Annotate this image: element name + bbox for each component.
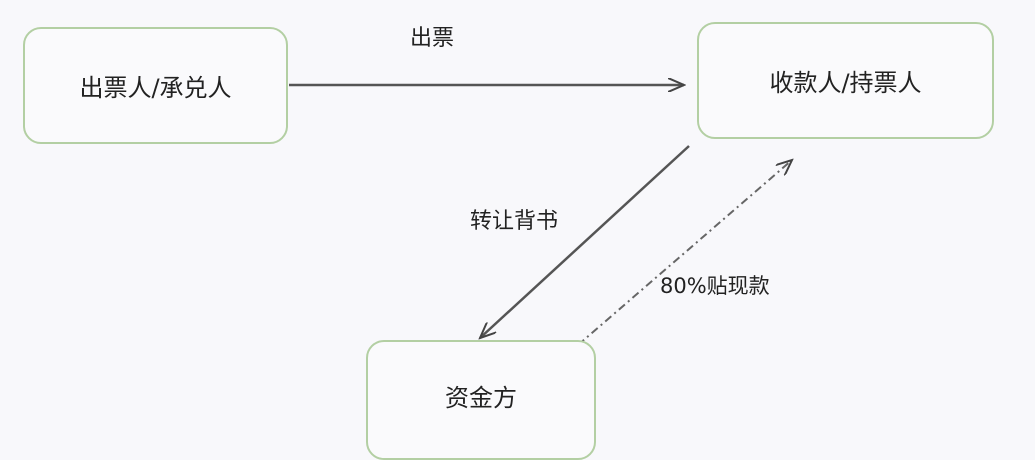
endorse-label: 转让背书 [470, 209, 559, 234]
discount-label: 80%贴现款 [660, 274, 770, 298]
node-funder[interactable]: 资金方 [366, 340, 596, 460]
endorse-arrow [480, 145, 690, 338]
node-label: 资金方 [445, 383, 517, 412]
node-label: 出票人/承兑人 [79, 74, 232, 102]
edges-layer [289, 0, 1035, 346]
node-label: 收款人/持票人 [769, 69, 922, 97]
issue-label: 出票 [410, 26, 455, 51]
node-payee-holder[interactable]: 收款人/持票人 [697, 22, 994, 139]
node-drawer-acceptor[interactable]: 出票人/承兑人 [23, 27, 288, 144]
discount-arrow [577, 160, 792, 346]
